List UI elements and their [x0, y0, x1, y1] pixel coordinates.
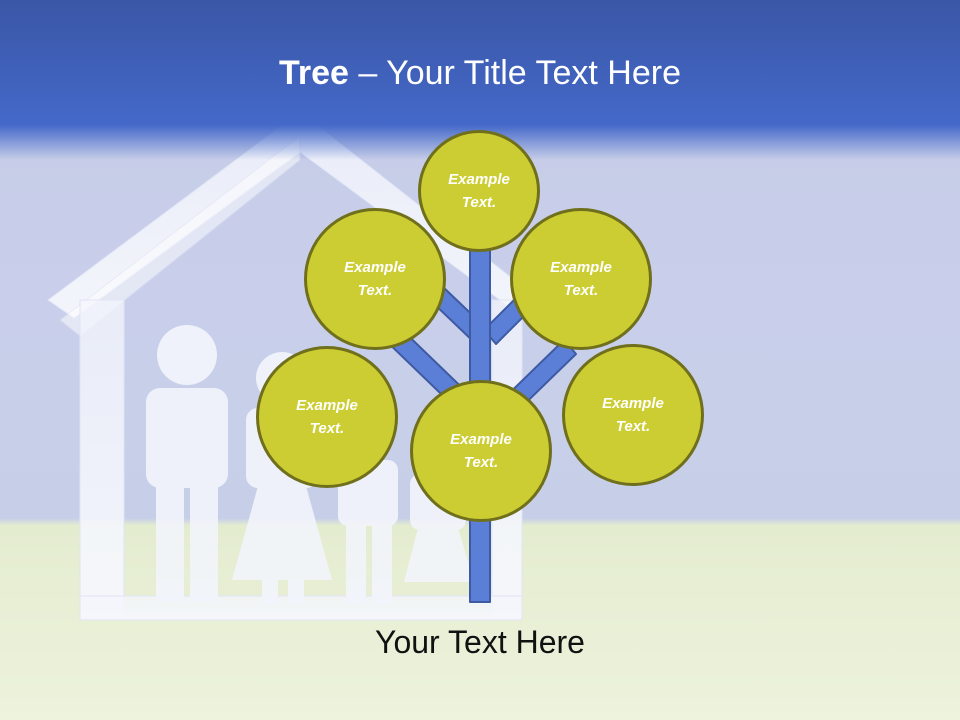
title-strong: Tree [279, 54, 349, 92]
bubble-label: Example Text. [344, 259, 406, 299]
bubble-label: Example Text. [602, 395, 664, 435]
bubble-lower-right[interactable]: Example Text. [562, 344, 704, 486]
slide-title: Tree – Your Title Text Here [0, 54, 960, 93]
bubble-upper-left[interactable]: Example Text. [304, 208, 446, 350]
bubble-upper-right[interactable]: Example Text. [510, 208, 652, 350]
footer-text: Your Text Here [375, 624, 585, 660]
bubble-label: Example Text. [450, 431, 512, 471]
bubble-lower-left[interactable]: Example Text. [256, 346, 398, 488]
bubble-top[interactable]: Example Text. [418, 130, 540, 252]
bubble-label: Example Text. [448, 171, 510, 211]
bubble-label: Example Text. [296, 397, 358, 437]
title-rest: – Your Title Text Here [348, 54, 681, 92]
bubble-label: Example Text. [550, 259, 612, 299]
bubble-center[interactable]: Example Text. [410, 380, 552, 522]
